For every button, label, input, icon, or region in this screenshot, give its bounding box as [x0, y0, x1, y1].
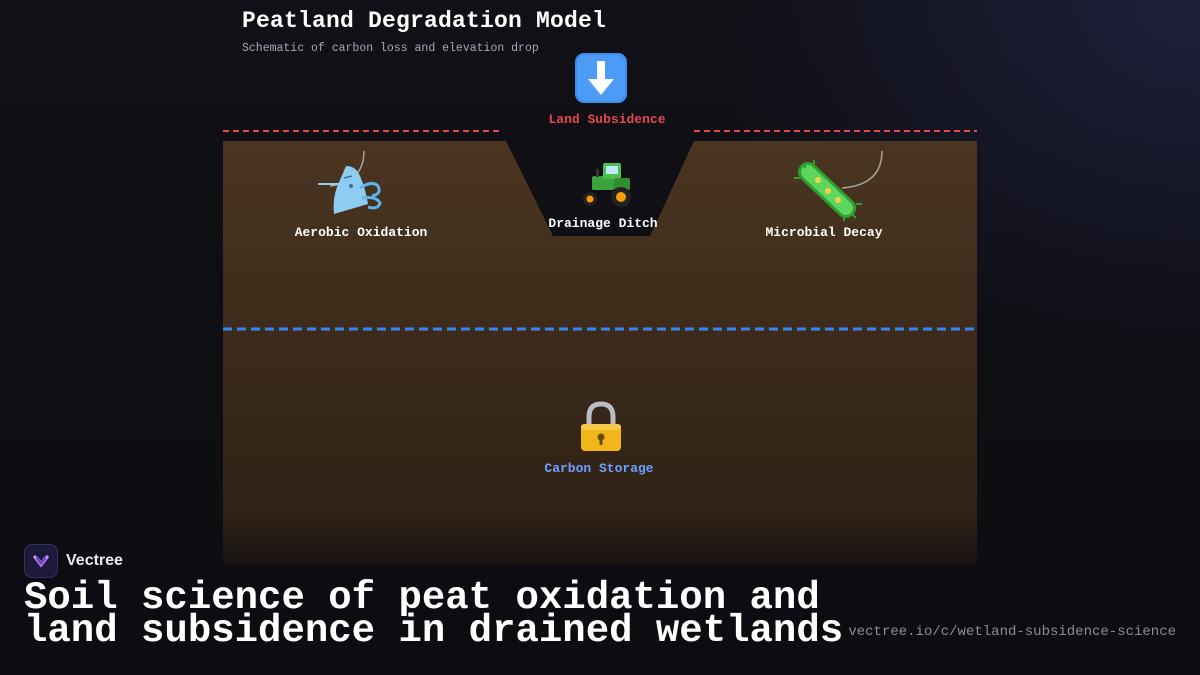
headline: Soil science of peat oxidation and land … — [24, 579, 844, 651]
diagram-title: Peatland Degradation Model — [242, 8, 607, 34]
brand-name: Vectree — [66, 552, 123, 569]
peat-soil-body — [223, 141, 977, 565]
down-arrow-icon — [575, 53, 627, 103]
soil-bottom-fade — [223, 515, 977, 565]
tractor-icon — [583, 163, 631, 207]
vectree-logo-icon — [24, 544, 58, 578]
land-subsidence-label: Land Subsidence — [548, 112, 665, 127]
drainage-ditch-label: Drainage Ditch — [548, 216, 657, 231]
diagram-subtitle: Schematic of carbon loss and elevation d… — [242, 42, 539, 55]
microbe-icon — [794, 160, 862, 221]
headline-line-1: Soil science of peat oxidation and — [24, 576, 820, 620]
source-url: vectree.io/c/wetland-subsidence-science — [848, 624, 1176, 640]
decay-connector — [841, 150, 883, 189]
lock-icon — [581, 401, 621, 451]
microbial-decay-label: Microbial Decay — [765, 225, 882, 240]
carbon-storage-label: Carbon Storage — [544, 461, 653, 476]
aerobic-oxidation-label: Aerobic Oxidation — [295, 225, 428, 240]
headline-line-2: land subsidence in drained wetlands — [24, 609, 844, 653]
brand: Vectree — [24, 544, 123, 578]
wind-face-icon — [318, 166, 382, 214]
